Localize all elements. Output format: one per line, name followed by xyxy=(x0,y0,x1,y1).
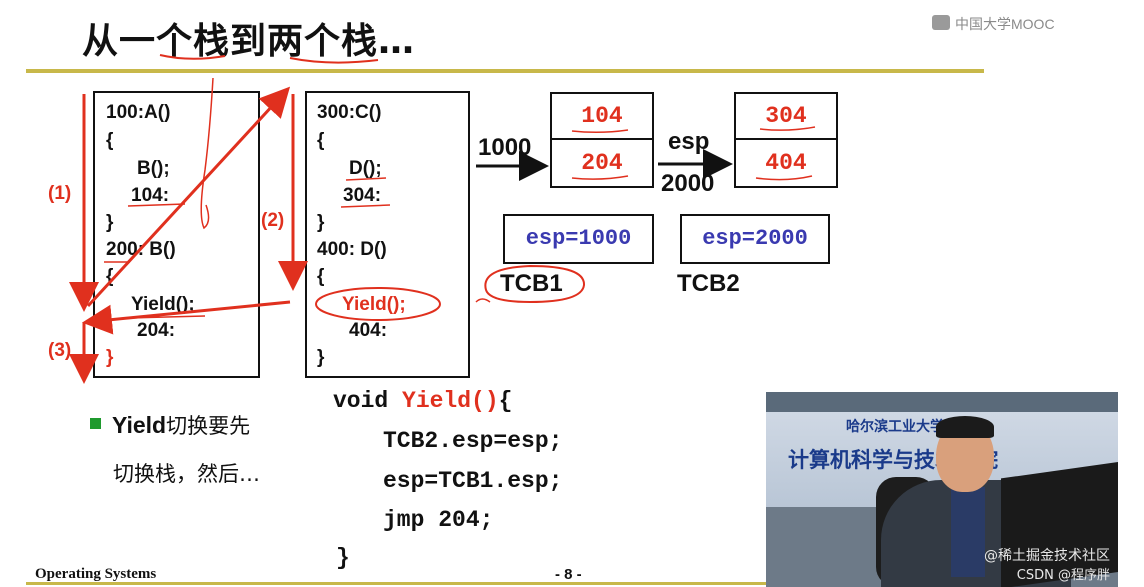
stack1-line-6: 200: B() xyxy=(106,239,176,260)
addr-2000-label: 2000 xyxy=(661,170,715,197)
bullet-line-1-rest: 切换要先 xyxy=(166,414,251,438)
stack2-line-10: } xyxy=(317,347,325,368)
stack1-line-7: { xyxy=(106,266,114,287)
stack1-cell-bottom: 204 xyxy=(550,138,654,188)
stack2-cell-top: 304 xyxy=(734,92,838,140)
stack2-line-5: } xyxy=(317,212,325,233)
stack2-line-7: { xyxy=(317,266,325,287)
stack1-code-box xyxy=(93,91,260,378)
lecturer-shirt xyxy=(951,487,985,577)
stack2-line-2: { xyxy=(317,130,325,151)
stack1-line-3: B(); xyxy=(137,158,170,179)
tcb1-esp-box: esp=1000 xyxy=(503,214,654,264)
bullet-line-1: Yield切换要先 xyxy=(112,410,250,440)
juejin-watermark: @稀土掘金技术社区 xyxy=(984,548,1110,564)
stack1-line-10: } xyxy=(106,347,114,368)
stack2-line-1: 300:C() xyxy=(317,102,382,123)
stack1-line-5: } xyxy=(106,212,114,233)
hand-mark-tcb xyxy=(475,298,491,303)
yield-sig-suffix: { xyxy=(498,388,513,414)
footer-divider xyxy=(26,582,766,585)
stack1-cell-top: 104 xyxy=(550,92,654,140)
lecturer-video: 哈尔滨工业大学 计算机科学与技术学院 @稀土掘金技术社区 CSDN @程序胖 xyxy=(766,392,1118,587)
stack2-line-3: D(); xyxy=(349,158,382,179)
stack1-line-4: 104: xyxy=(131,185,170,206)
stack2-line-8: Yield(); xyxy=(342,294,406,315)
yield-body-line-1: TCB2.esp=esp; xyxy=(383,428,563,454)
yield-body-line-2: esp=TCB1.esp; xyxy=(383,468,563,494)
step-label-2: (2) xyxy=(261,210,285,231)
slide-title: 从一个栈到两个栈… xyxy=(82,21,416,62)
stack2-line-9: 404: xyxy=(349,320,388,341)
tcb2-esp-box: esp=2000 xyxy=(680,214,830,264)
lecturer-hair xyxy=(936,416,994,438)
yield-body-line-3: jmp 204; xyxy=(383,507,494,533)
esp-label: esp xyxy=(668,128,710,155)
footer-course-name: Operating Systems xyxy=(35,566,157,582)
bullet-yield-word: Yield xyxy=(112,412,167,438)
stack2-cell-bottom: 404 xyxy=(734,138,838,188)
stack1-line-1: 100:A() xyxy=(106,102,171,123)
step-label-1: (1) xyxy=(48,183,72,204)
yield-sig-prefix: void xyxy=(333,388,403,414)
stack1-line-8: Yield(); xyxy=(131,294,195,315)
bullet-line-2: 切换栈，然后… xyxy=(113,462,260,486)
footer-page-number: - 8 - xyxy=(555,566,582,583)
stack2-line-6: 400: D() xyxy=(317,239,387,260)
step-label-3: (3) xyxy=(48,340,72,361)
addr-1000-label: 1000 xyxy=(478,134,532,161)
tcb1-label: TCB1 xyxy=(500,270,563,297)
video-university-name: 哈尔滨工业大学 xyxy=(846,419,944,435)
yield-signature: void Yield(){ xyxy=(333,388,512,414)
yield-close-brace: } xyxy=(336,545,350,571)
bullet-square-icon xyxy=(90,418,101,429)
yield-sig-name: Yield() xyxy=(402,388,499,414)
stack2-code-box xyxy=(305,91,470,378)
tcb2-label: TCB2 xyxy=(677,270,740,297)
stack1-line-2: { xyxy=(106,130,114,151)
mooc-logo-icon xyxy=(932,15,950,30)
csdn-watermark: CSDN @程序胖 xyxy=(1016,568,1110,583)
title-divider xyxy=(26,69,984,73)
stack2-line-4: 304: xyxy=(343,185,382,206)
stack1-line-9: 204: xyxy=(137,320,176,341)
mooc-watermark: 中国大学MOOC xyxy=(955,16,1055,32)
